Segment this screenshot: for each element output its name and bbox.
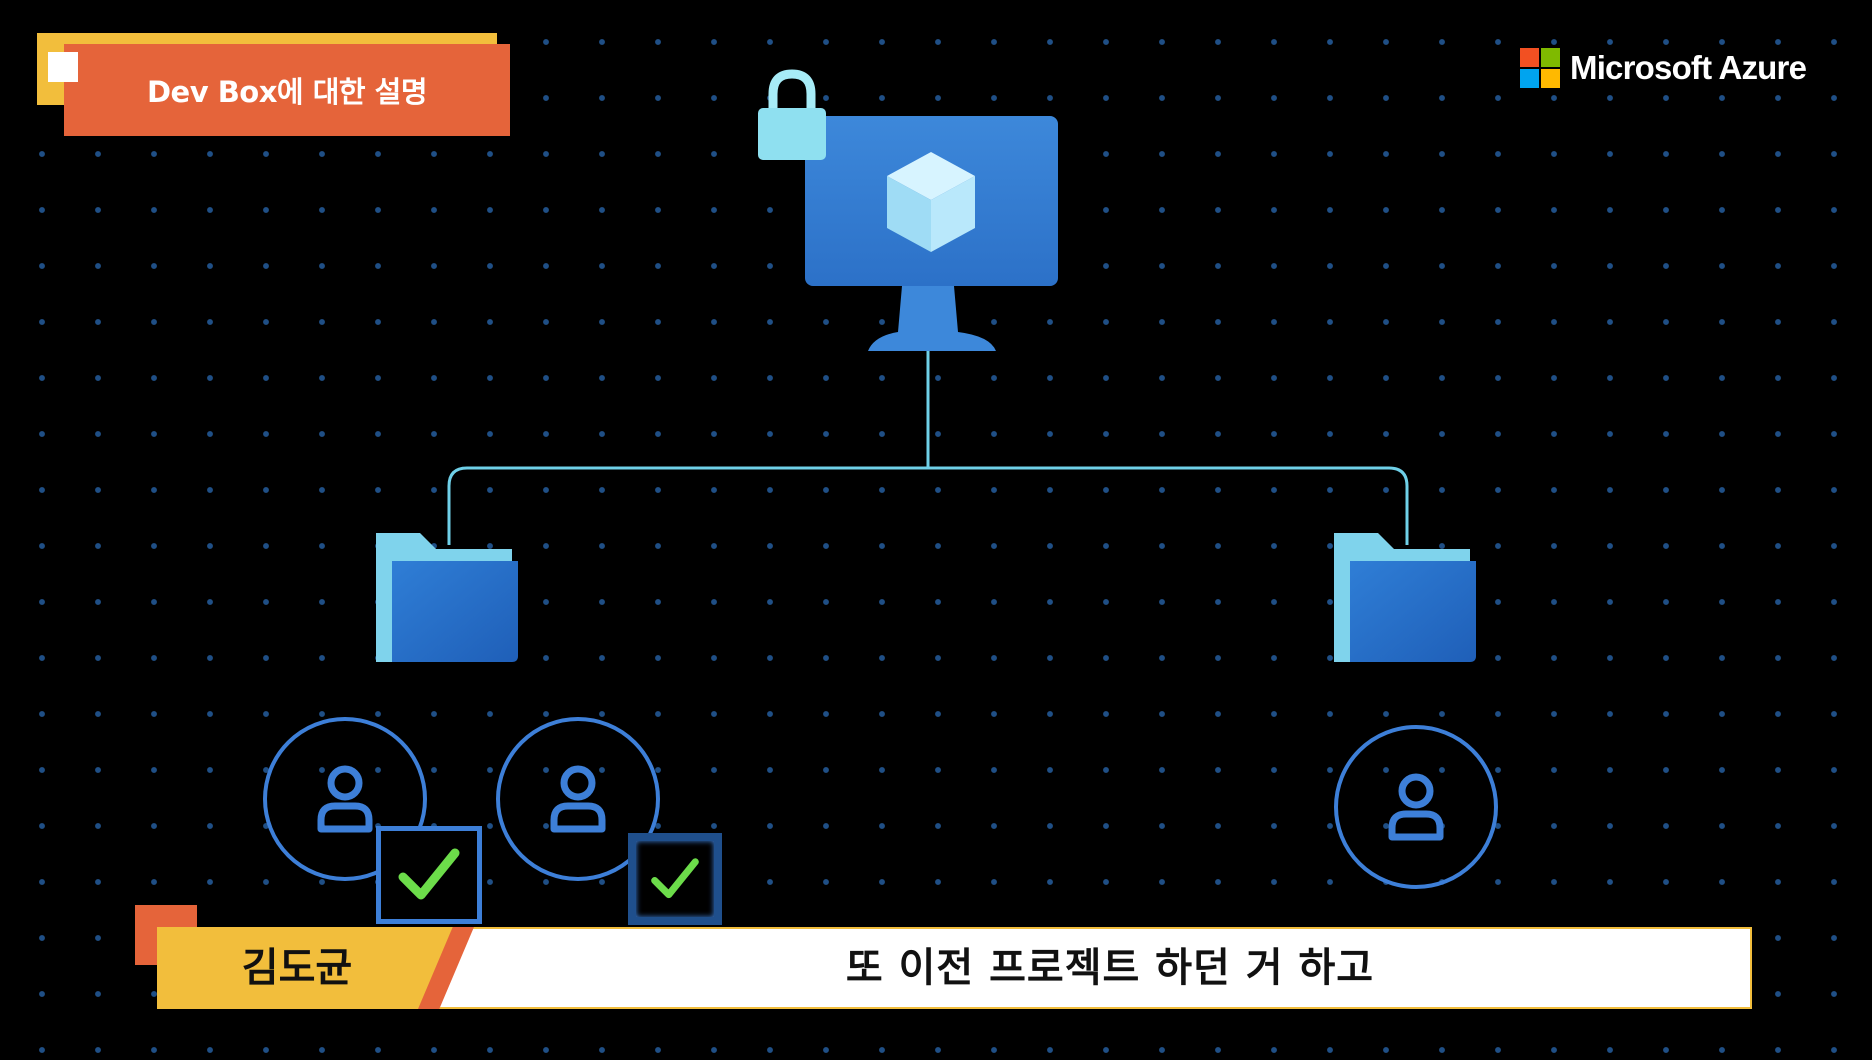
speaker-name: 김도균 — [241, 945, 353, 991]
user-icon — [1388, 773, 1444, 841]
brand-logo-text: Microsoft Azure — [1570, 49, 1807, 86]
folder-icon — [1334, 533, 1476, 662]
user-avatar — [496, 717, 660, 881]
cube-icon — [887, 152, 975, 252]
folder-icon — [376, 533, 518, 662]
user-avatar — [263, 717, 427, 881]
title-badge-text: Dev Box에 대한 설명 — [146, 75, 428, 109]
checkmark-icon — [651, 858, 699, 899]
caption-text: 또 이전 프로젝트 하던 거 하고 — [845, 945, 1375, 991]
lock-icon — [758, 69, 826, 160]
connector-lines — [447, 350, 1409, 545]
user-checkbox — [376, 826, 482, 924]
microsoft-logo-icon — [1520, 48, 1560, 88]
user-checkbox — [628, 833, 722, 925]
title-badge-square — [48, 52, 78, 82]
user-icon — [550, 765, 606, 833]
speaker-tab — [157, 927, 469, 1009]
title-badge: Dev Box에 대한 설명 — [64, 44, 510, 136]
user-avatar — [1334, 725, 1498, 889]
user-icon — [317, 765, 373, 833]
checkmark-icon — [398, 848, 460, 900]
